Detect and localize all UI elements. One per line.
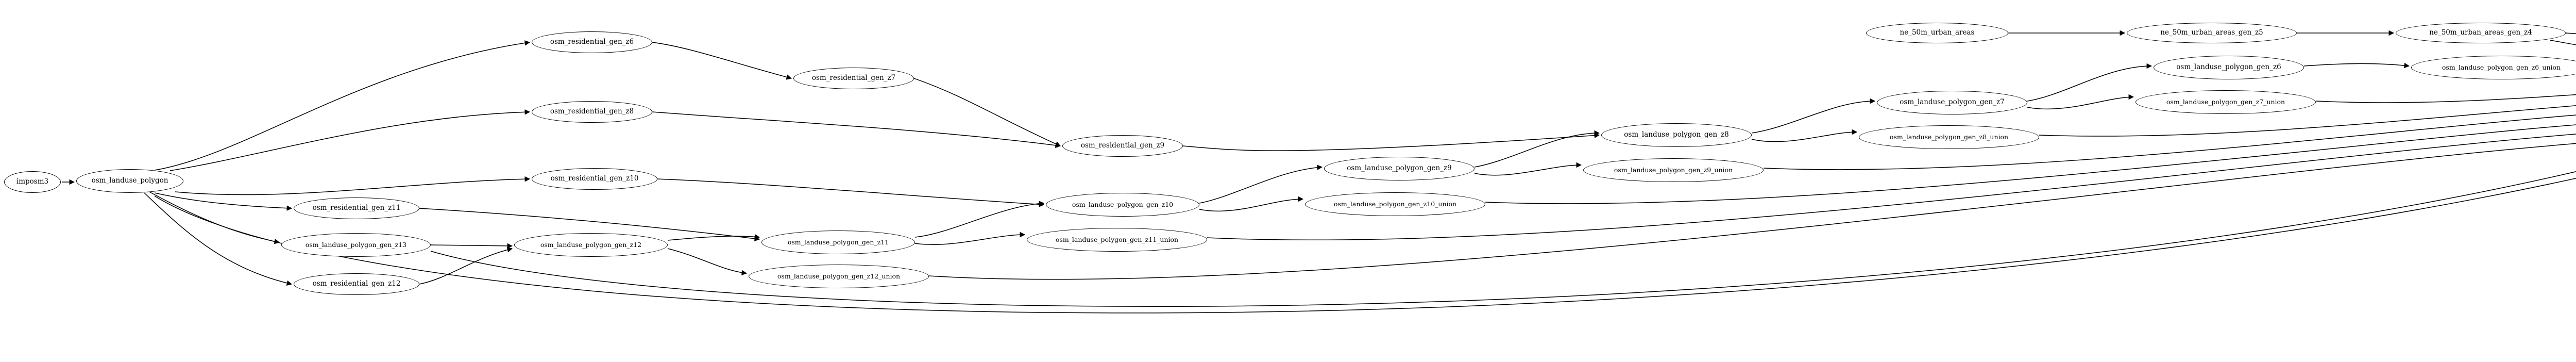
- graph-node-osm-residential-gen-z10[interactable]: osm_residential_gen_z10: [532, 168, 657, 190]
- graph-node-osm-residential-gen-z7[interactable]: osm_residential_gen_z7: [793, 68, 914, 89]
- graph-node-osm-residential-gen-z8[interactable]: osm_residential_gen_z8: [532, 101, 652, 123]
- graph-node-osm-landuse-polygon-gen-z9-union[interactable]: osm_landuse_polygon_gen_z9_union: [1583, 158, 1764, 182]
- graph-node-osm-landuse-polygon-gen-z6-union[interactable]: osm_landuse_polygon_gen_z6_union: [2411, 56, 2576, 79]
- graph-node-osm-landuse-polygon[interactable]: osm_landuse_polygon: [76, 169, 183, 193]
- graph-node-osm-landuse-polygon-gen-z7-union[interactable]: osm_landuse_polygon_gen_z7_union: [2136, 90, 2316, 114]
- graph-node-osm-landuse-polygon-gen-z11-union[interactable]: osm_landuse_polygon_gen_z11_union: [1027, 228, 1207, 252]
- graph-node-osm-landuse-polygon-gen-z7[interactable]: osm_landuse_polygon_gen_z7: [1877, 91, 2027, 114]
- graph-node-osm-landuse-polygon-gen-z6[interactable]: osm_landuse_polygon_gen_z6: [2154, 56, 2304, 79]
- graph-node-osm-residential-gen-z12[interactable]: osm_residential_gen_z12: [294, 273, 419, 295]
- graph-node-imposm3[interactable]: imposm3: [4, 171, 61, 193]
- graph-node-osm-residential-gen-z9[interactable]: osm_residential_gen_z9: [1062, 135, 1183, 157]
- graph-node-ne-50m-urban-areas-gen-z4[interactable]: ne_50m_urban_areas_gen_z4: [2396, 23, 2566, 43]
- graph-node-osm-landuse-polygon-gen-z9[interactable]: osm_landuse_polygon_gen_z9: [1324, 157, 1475, 180]
- graph-node-osm-landuse-polygon-gen-z12-union[interactable]: osm_landuse_polygon_gen_z12_union: [749, 265, 929, 288]
- graph-node-osm-landuse-polygon-gen-z12[interactable]: osm_landuse_polygon_gen_z12: [514, 233, 668, 257]
- graph-node-osm-landuse-polygon-gen-z10-union[interactable]: osm_landuse_polygon_gen_z10_union: [1305, 192, 1485, 216]
- graph-node-osm-landuse-polygon-gen-z8[interactable]: osm_landuse_polygon_gen_z8: [1601, 123, 1752, 147]
- graph-node-osm-residential-gen-z6[interactable]: osm_residential_gen_z6: [532, 31, 652, 53]
- graph-node-osm-residential-gen-z11[interactable]: osm_residential_gen_z11: [294, 198, 419, 219]
- graph-node-osm-landuse-polygon-gen-z13[interactable]: osm_landuse_polygon_gen_z13: [281, 233, 431, 257]
- graph-node-osm-landuse-polygon-gen-z8-union[interactable]: osm_landuse_polygon_gen_z8_union: [1859, 125, 2039, 149]
- graph-node-ne-50m-urban-areas[interactable]: ne_50m_urban_areas: [1866, 23, 2008, 43]
- graph-node-osm-landuse-polygon-gen-z10[interactable]: osm_landuse_polygon_gen_z10: [1046, 193, 1199, 217]
- graph-node-osm-landuse-polygon-gen-z11[interactable]: osm_landuse_polygon_gen_z11: [761, 231, 915, 254]
- graph-node-ne-50m-urban-areas-gen-z5[interactable]: ne_50m_urban_areas_gen_z5: [2127, 23, 2297, 43]
